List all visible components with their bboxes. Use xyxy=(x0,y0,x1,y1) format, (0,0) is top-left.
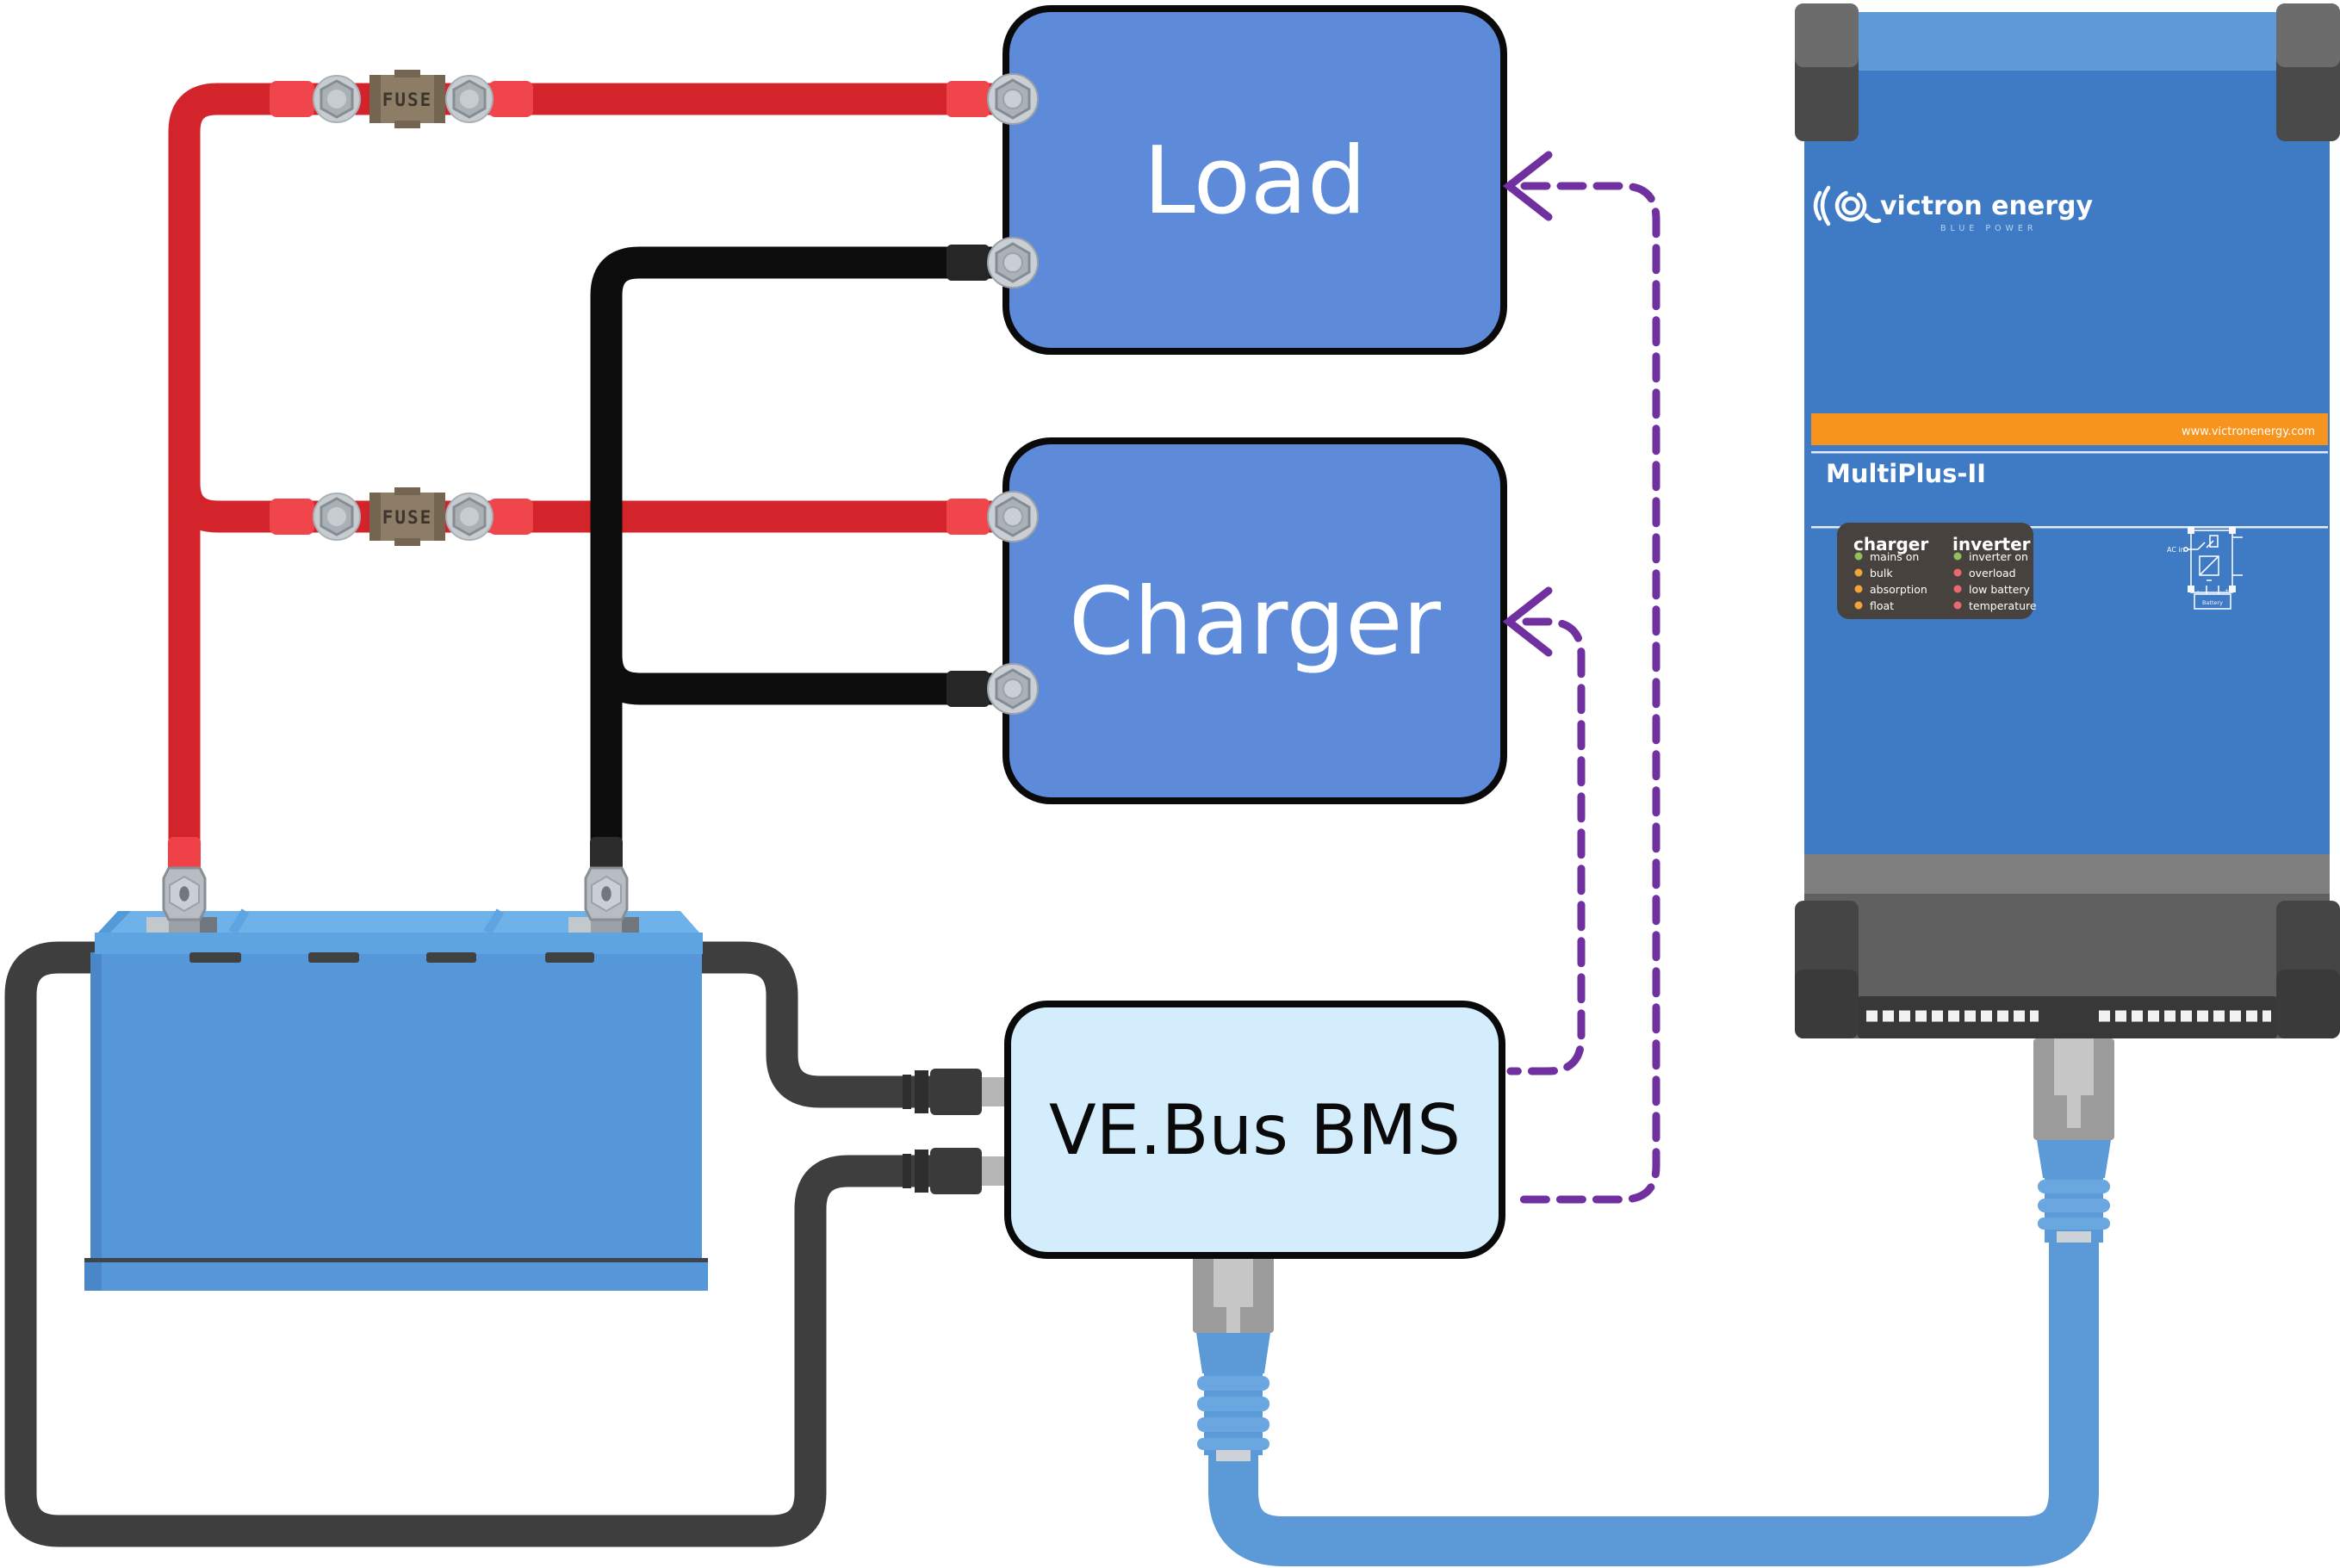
battery-terminals xyxy=(162,837,629,921)
fuse-1-nut-right xyxy=(445,75,493,123)
control-line-to-load xyxy=(1506,182,1660,1204)
led-label: float xyxy=(1870,599,1894,612)
led-dot xyxy=(1854,585,1863,593)
bms-cable-short xyxy=(681,941,951,1108)
led-dot xyxy=(1854,552,1863,561)
led-panel: charger inverter mains on bulk absorptio… xyxy=(1837,523,2037,619)
led-row: inverter on xyxy=(1953,550,2028,563)
fuse-1-body xyxy=(369,75,445,123)
fuse-1: FUSE xyxy=(270,70,533,128)
positive-wires xyxy=(168,83,999,873)
battery-positive-terminal xyxy=(162,866,207,921)
schematic-plus-label: + xyxy=(2225,587,2229,594)
load-negative-terminal xyxy=(947,237,1039,288)
battery-body xyxy=(90,952,702,1258)
charger-positive-terminal xyxy=(947,491,1039,542)
inverter-panel-title: inverter xyxy=(1952,534,2031,555)
schematic-battery-label: Battery xyxy=(2202,599,2223,606)
brand-text: victron energy xyxy=(1880,191,2093,221)
negative-wires xyxy=(590,246,999,873)
positive-main-wire xyxy=(168,83,999,873)
led-dot xyxy=(1953,601,1962,610)
battery-base-seam xyxy=(84,1258,708,1262)
led-row: temperature xyxy=(1953,599,2037,612)
schematic-minus-label: - xyxy=(2197,587,2200,594)
battery-base xyxy=(84,1262,708,1291)
led-row: bulk xyxy=(1854,567,1893,579)
led-label: bulk xyxy=(1870,567,1893,579)
fuse-1-label: FUSE xyxy=(382,90,433,110)
schematic-ac-in-label: AC in xyxy=(2167,546,2185,554)
bms-connector-bottom xyxy=(903,1148,1006,1194)
led-row: float xyxy=(1854,599,1894,612)
led-row: mains on xyxy=(1854,550,1919,563)
orange-bar xyxy=(1811,413,2328,445)
vebus-bms-box xyxy=(1004,1001,1505,1259)
bms-connector-top xyxy=(903,1069,1006,1115)
battery-lid-top xyxy=(98,911,699,933)
arrow-to-charger-icon xyxy=(1502,586,1553,657)
fuse-1-nut-left xyxy=(313,75,361,123)
led-label: mains on xyxy=(1870,550,1919,563)
fuse-2: FUSE xyxy=(270,487,533,546)
control-line-to-charger xyxy=(1506,617,1586,1075)
fuse-2-label: FUSE xyxy=(382,507,433,528)
led-row: overload xyxy=(1953,567,2016,579)
battery-vent-slots xyxy=(189,952,594,963)
fuse-2-nut-left xyxy=(313,493,361,541)
charger-negative-terminal xyxy=(947,663,1039,715)
victron-logo-icon xyxy=(1813,185,1882,226)
led-dot xyxy=(1854,568,1863,577)
website-text: www.victronenergy.com xyxy=(2182,425,2315,438)
battery-lip xyxy=(95,933,703,954)
bms-cable-loop xyxy=(4,941,951,1547)
vebus-bms-label: VE.Bus BMS xyxy=(1049,1090,1461,1170)
charger-box-label: Charger xyxy=(1069,568,1442,676)
fuse-2-nut-right xyxy=(445,493,493,541)
ring-terminals xyxy=(947,73,1039,715)
rj45-plug-bms xyxy=(1193,1254,1274,1461)
multiplus-top-band xyxy=(1804,12,2330,71)
model-name: MultiPlus-II xyxy=(1826,459,1986,488)
multiplus-vent-panel xyxy=(1858,996,2277,1038)
rj45-plug-multiplus xyxy=(2033,1038,2114,1243)
battery xyxy=(84,908,708,1291)
led-label: temperature xyxy=(1969,599,2037,612)
bms-control-lines xyxy=(1502,151,1660,1204)
arrow-to-load-icon xyxy=(1502,151,1553,221)
led-row: absorption xyxy=(1854,583,1927,596)
bms-cable-connectors xyxy=(903,1069,1006,1194)
led-dot xyxy=(1953,585,1962,593)
mounting-brackets xyxy=(1795,3,2340,1038)
brand-tagline: BLUE POWER xyxy=(1940,224,2038,233)
multiplus-unit: victron energy BLUE POWER www.victronene… xyxy=(1795,3,2340,1038)
negative-charger-branch xyxy=(590,654,999,705)
led-dot xyxy=(1854,601,1863,610)
load-positive-terminal xyxy=(947,73,1039,125)
positive-charger-branch xyxy=(168,481,999,533)
led-dot xyxy=(1953,552,1962,561)
led-dot xyxy=(1953,568,1962,577)
battery-negative-terminal xyxy=(584,866,629,921)
led-row: low battery xyxy=(1953,583,2031,596)
negative-main-wire xyxy=(590,246,999,873)
led-label: low battery xyxy=(1969,583,2031,596)
fuse-2-body xyxy=(369,493,445,541)
led-label: absorption xyxy=(1870,583,1927,596)
load-box xyxy=(1002,5,1507,355)
charger-panel-title: charger xyxy=(1853,534,1928,555)
led-label: inverter on xyxy=(1969,550,2028,563)
vebus-cable xyxy=(1208,1240,2099,1566)
led-label: overload xyxy=(1969,567,2016,579)
multiplus-bottom-strip xyxy=(1804,854,2330,894)
load-box-label: Load xyxy=(1143,127,1366,235)
bms-battery-sense-cables xyxy=(4,941,951,1547)
vebus-cable-assembly xyxy=(1193,1038,2114,1566)
circuit-schematic-icon: AC in Battery - + xyxy=(2167,527,2243,610)
